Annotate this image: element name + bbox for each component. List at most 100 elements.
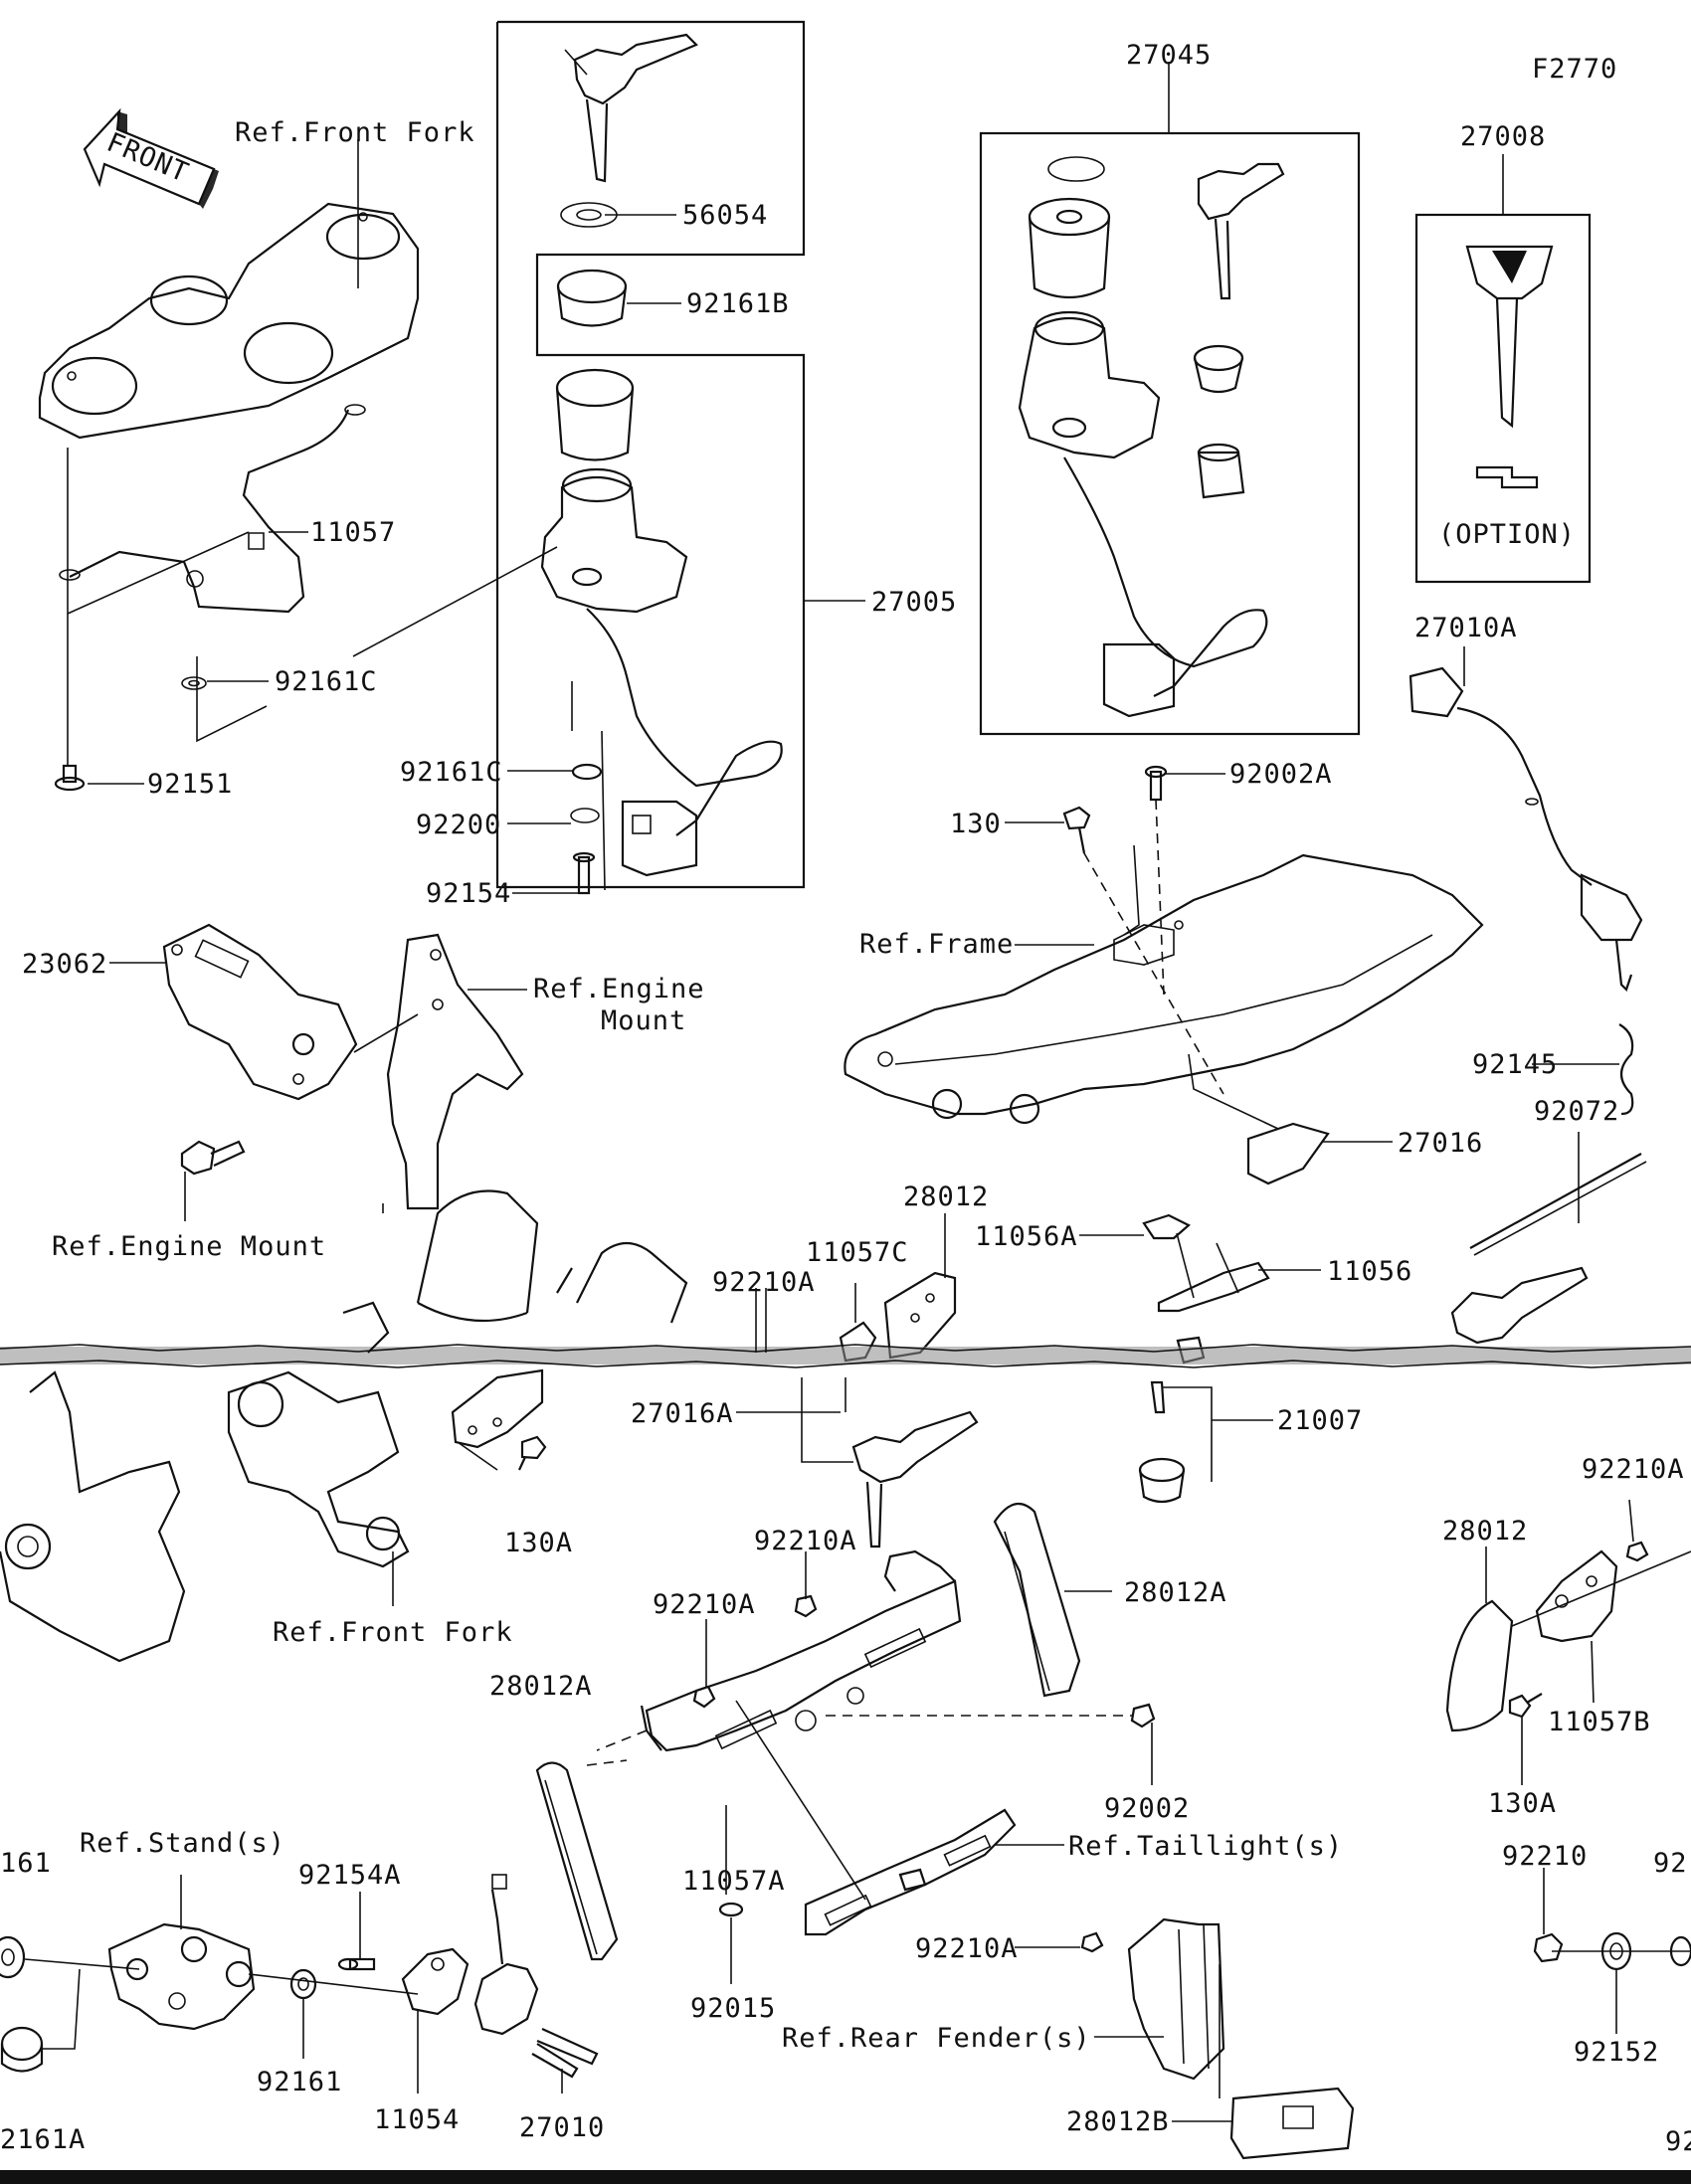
label-27010A: 27010A	[1414, 613, 1518, 643]
label-11057A: 11057A	[682, 1866, 786, 1897]
bracket-11057B	[1535, 1549, 1618, 1643]
label-92161: 92161	[257, 2067, 342, 2097]
nut-92210A-b	[692, 1685, 716, 1709]
bottom-bar	[0, 2170, 1691, 2184]
nut-92210	[1533, 1932, 1564, 1963]
label-130: 130	[950, 809, 1002, 839]
reflector-28012A-right	[993, 1502, 1081, 1698]
label-27010: 27010	[519, 2112, 605, 2143]
figure-code: F2770	[1532, 54, 1617, 85]
label-ref-taillight: Ref.Taillight(s)	[1068, 1831, 1343, 1862]
bolt-92154A	[337, 1957, 376, 1971]
screw-92154	[572, 851, 596, 895]
key-27008	[1465, 245, 1554, 489]
label-92002A: 92002A	[1229, 759, 1333, 790]
label-11057B: 11057B	[1548, 1707, 1651, 1737]
label-28012-top: 28012	[903, 1182, 989, 1212]
label-ref-stands: Ref.Stand(s)	[80, 1828, 285, 1859]
label-92154A: 92154A	[298, 1860, 402, 1891]
label-130A-a: 130A	[504, 1528, 573, 1558]
label-11054: 11054	[374, 2104, 460, 2135]
reflector-28012B	[1229, 2087, 1355, 2160]
label-92-cut-a: 92	[1653, 1848, 1688, 1879]
label-92151: 92151	[147, 769, 233, 800]
label-ref-engine-mount-low: Ref.Engine Mount	[52, 1231, 326, 1262]
plate-11056	[1157, 1232, 1270, 1313]
label-92210A-c: 92210A	[653, 1589, 756, 1620]
label-27005: 27005	[871, 587, 957, 618]
cable-11057	[69, 409, 350, 614]
label-27016: 27016	[1398, 1128, 1483, 1159]
label-92072: 92072	[1534, 1096, 1619, 1127]
bolt-130	[1062, 806, 1091, 854]
nut-92210A-a	[794, 1594, 818, 1618]
upper-triple-clamp	[38, 202, 420, 440]
washer-92161	[289, 1968, 317, 2000]
connector-27005	[621, 800, 698, 877]
label-ref-engine-a: Ref.Engine	[533, 974, 705, 1004]
bracket-27016	[1246, 1122, 1330, 1185]
label-ref-rear-fender: Ref.Rear Fender(s)	[782, 2023, 1091, 2054]
clip-11056A	[1142, 1213, 1191, 1240]
label-2161A-cut: 2161A	[0, 2124, 86, 2155]
bracket-11054	[401, 1947, 470, 2016]
cover-27005	[555, 368, 635, 461]
label-92161C-b: 92161C	[400, 757, 503, 788]
cable-tie-92072	[1469, 1153, 1642, 1249]
front-fork-upper	[416, 1189, 688, 1324]
label-11056: 11056	[1327, 1256, 1412, 1287]
torn-page-band	[0, 1344, 1691, 1368]
label-92161C-a: 92161C	[275, 666, 378, 697]
box-27005	[495, 20, 806, 889]
parts-27045	[1018, 156, 1285, 718]
label-28012-right: 28012	[1442, 1516, 1528, 1547]
key-right-edge	[1450, 1266, 1589, 1345]
box-27045	[979, 131, 1361, 736]
label-161-cut: 161	[0, 1848, 52, 1879]
label-11056A: 11056A	[975, 1221, 1078, 1252]
taillight-bracket	[804, 1808, 1017, 1936]
label-ref-engine-b: Mount	[601, 1005, 686, 1036]
switch-27010	[473, 1874, 599, 2079]
rear-fender-piece	[1127, 1917, 1225, 2081]
engine-mount	[386, 933, 524, 1210]
label-92210A-a: 92210A	[712, 1267, 816, 1298]
key-27016A	[851, 1410, 979, 1548]
label-92200: 92200	[416, 810, 501, 840]
label-11057: 11057	[310, 517, 396, 548]
label-92210A-b: 92210A	[754, 1526, 857, 1556]
label-56054: 56054	[682, 200, 768, 231]
reflector-28012-top	[883, 1271, 957, 1360]
option-text: (OPTION)	[1438, 519, 1576, 550]
cap-2161A	[0, 2026, 44, 2073]
bolt-92002	[1130, 1703, 1156, 1729]
label-ref-front-fork-top: Ref.Front Fork	[235, 117, 475, 148]
washer-161	[0, 1935, 26, 1979]
label-92161B: 92161B	[686, 288, 790, 319]
front-fork-lower	[0, 1301, 410, 1663]
bracket-mid-lower	[451, 1368, 544, 1449]
label-92210A-e: 92210A	[1582, 1454, 1685, 1485]
label-11057C: 11057C	[806, 1237, 909, 1268]
bolt-engine-mount	[180, 1140, 246, 1176]
label-92015: 92015	[690, 1993, 776, 2024]
label-130A-b: 130A	[1488, 1788, 1557, 1819]
front-arrow-text: FRONT	[102, 127, 194, 189]
bolt-130A-a	[518, 1435, 547, 1471]
label-27045: 27045	[1126, 40, 1212, 71]
switch-body-27005	[540, 467, 688, 614]
harness-27010A	[1409, 666, 1643, 1116]
label-92145: 92145	[1472, 1049, 1558, 1080]
washer-92015	[718, 1902, 744, 1917]
label-27008: 27008	[1460, 121, 1546, 152]
label-27016A: 27016A	[631, 1398, 734, 1429]
group-boxes	[495, 20, 1592, 889]
bolt-92151	[54, 764, 86, 792]
bolt-92002A	[1144, 765, 1168, 802]
cap-92161B	[556, 269, 628, 327]
label-28012A-a: 28012A	[1124, 1577, 1227, 1608]
bolt-130A-b	[1508, 1693, 1543, 1719]
reflector-28012A-left	[535, 1761, 619, 1961]
key-top	[564, 33, 698, 183]
